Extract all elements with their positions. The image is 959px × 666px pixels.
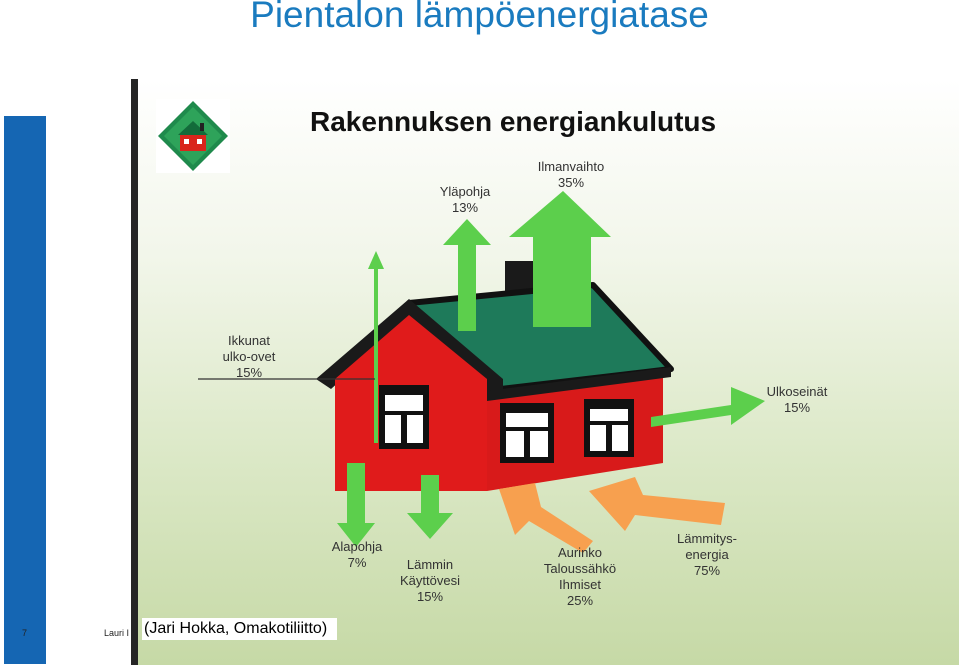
house-illustration [198, 191, 765, 553]
side-window-1 [500, 403, 554, 463]
arrow-ylapohja [443, 219, 491, 331]
label-lammitysenergia: Lämmitys- energia 75% [677, 531, 737, 578]
source-caption: (Jari Hokka, Omakotiliitto) [142, 618, 338, 640]
page-number: 7 [22, 628, 28, 638]
arrow-alapohja [337, 463, 375, 547]
arrow-ulkoseinat [651, 387, 765, 427]
arrow-ikkunat [368, 251, 384, 443]
arrow-ilmanvaihto [509, 191, 611, 327]
eave [487, 367, 671, 401]
diagram-heading: Rakennuksen energiankulutus [310, 106, 717, 137]
arrow-lammin-kayttovesi [407, 475, 453, 539]
gable-window [379, 385, 429, 449]
label-alapohja: Alapohja 7% [331, 539, 383, 570]
slide-title: Pientalon lämpöenergiatase [250, 0, 709, 35]
label-ikkunat: Ikkunat ulko-ovet 15% [222, 333, 276, 380]
author-name: Lauri I [104, 628, 130, 638]
label-ulkoseinat: Ulkoseinät 15% [766, 384, 828, 415]
label-ilmanvaihto: Ilmanvaihto 35% [537, 159, 605, 190]
label-aurinko: Aurinko Taloussähkö Ihmiset 25% [543, 545, 617, 608]
label-lammin-kayttovesi: Lämmin Käyttövesi 15% [400, 557, 460, 604]
energy-diagram-panel: Rakennuksen energiankulutus [131, 79, 959, 665]
arrow-lammitysenergia [589, 477, 725, 531]
arrow-aurinko [499, 483, 593, 553]
panel-left-edge [131, 79, 138, 665]
left-sidebar-bar [4, 116, 46, 664]
house-logo-icon [156, 99, 230, 173]
label-ylapohja: Yläpohja 13% [439, 184, 491, 215]
side-window-2 [584, 399, 634, 457]
